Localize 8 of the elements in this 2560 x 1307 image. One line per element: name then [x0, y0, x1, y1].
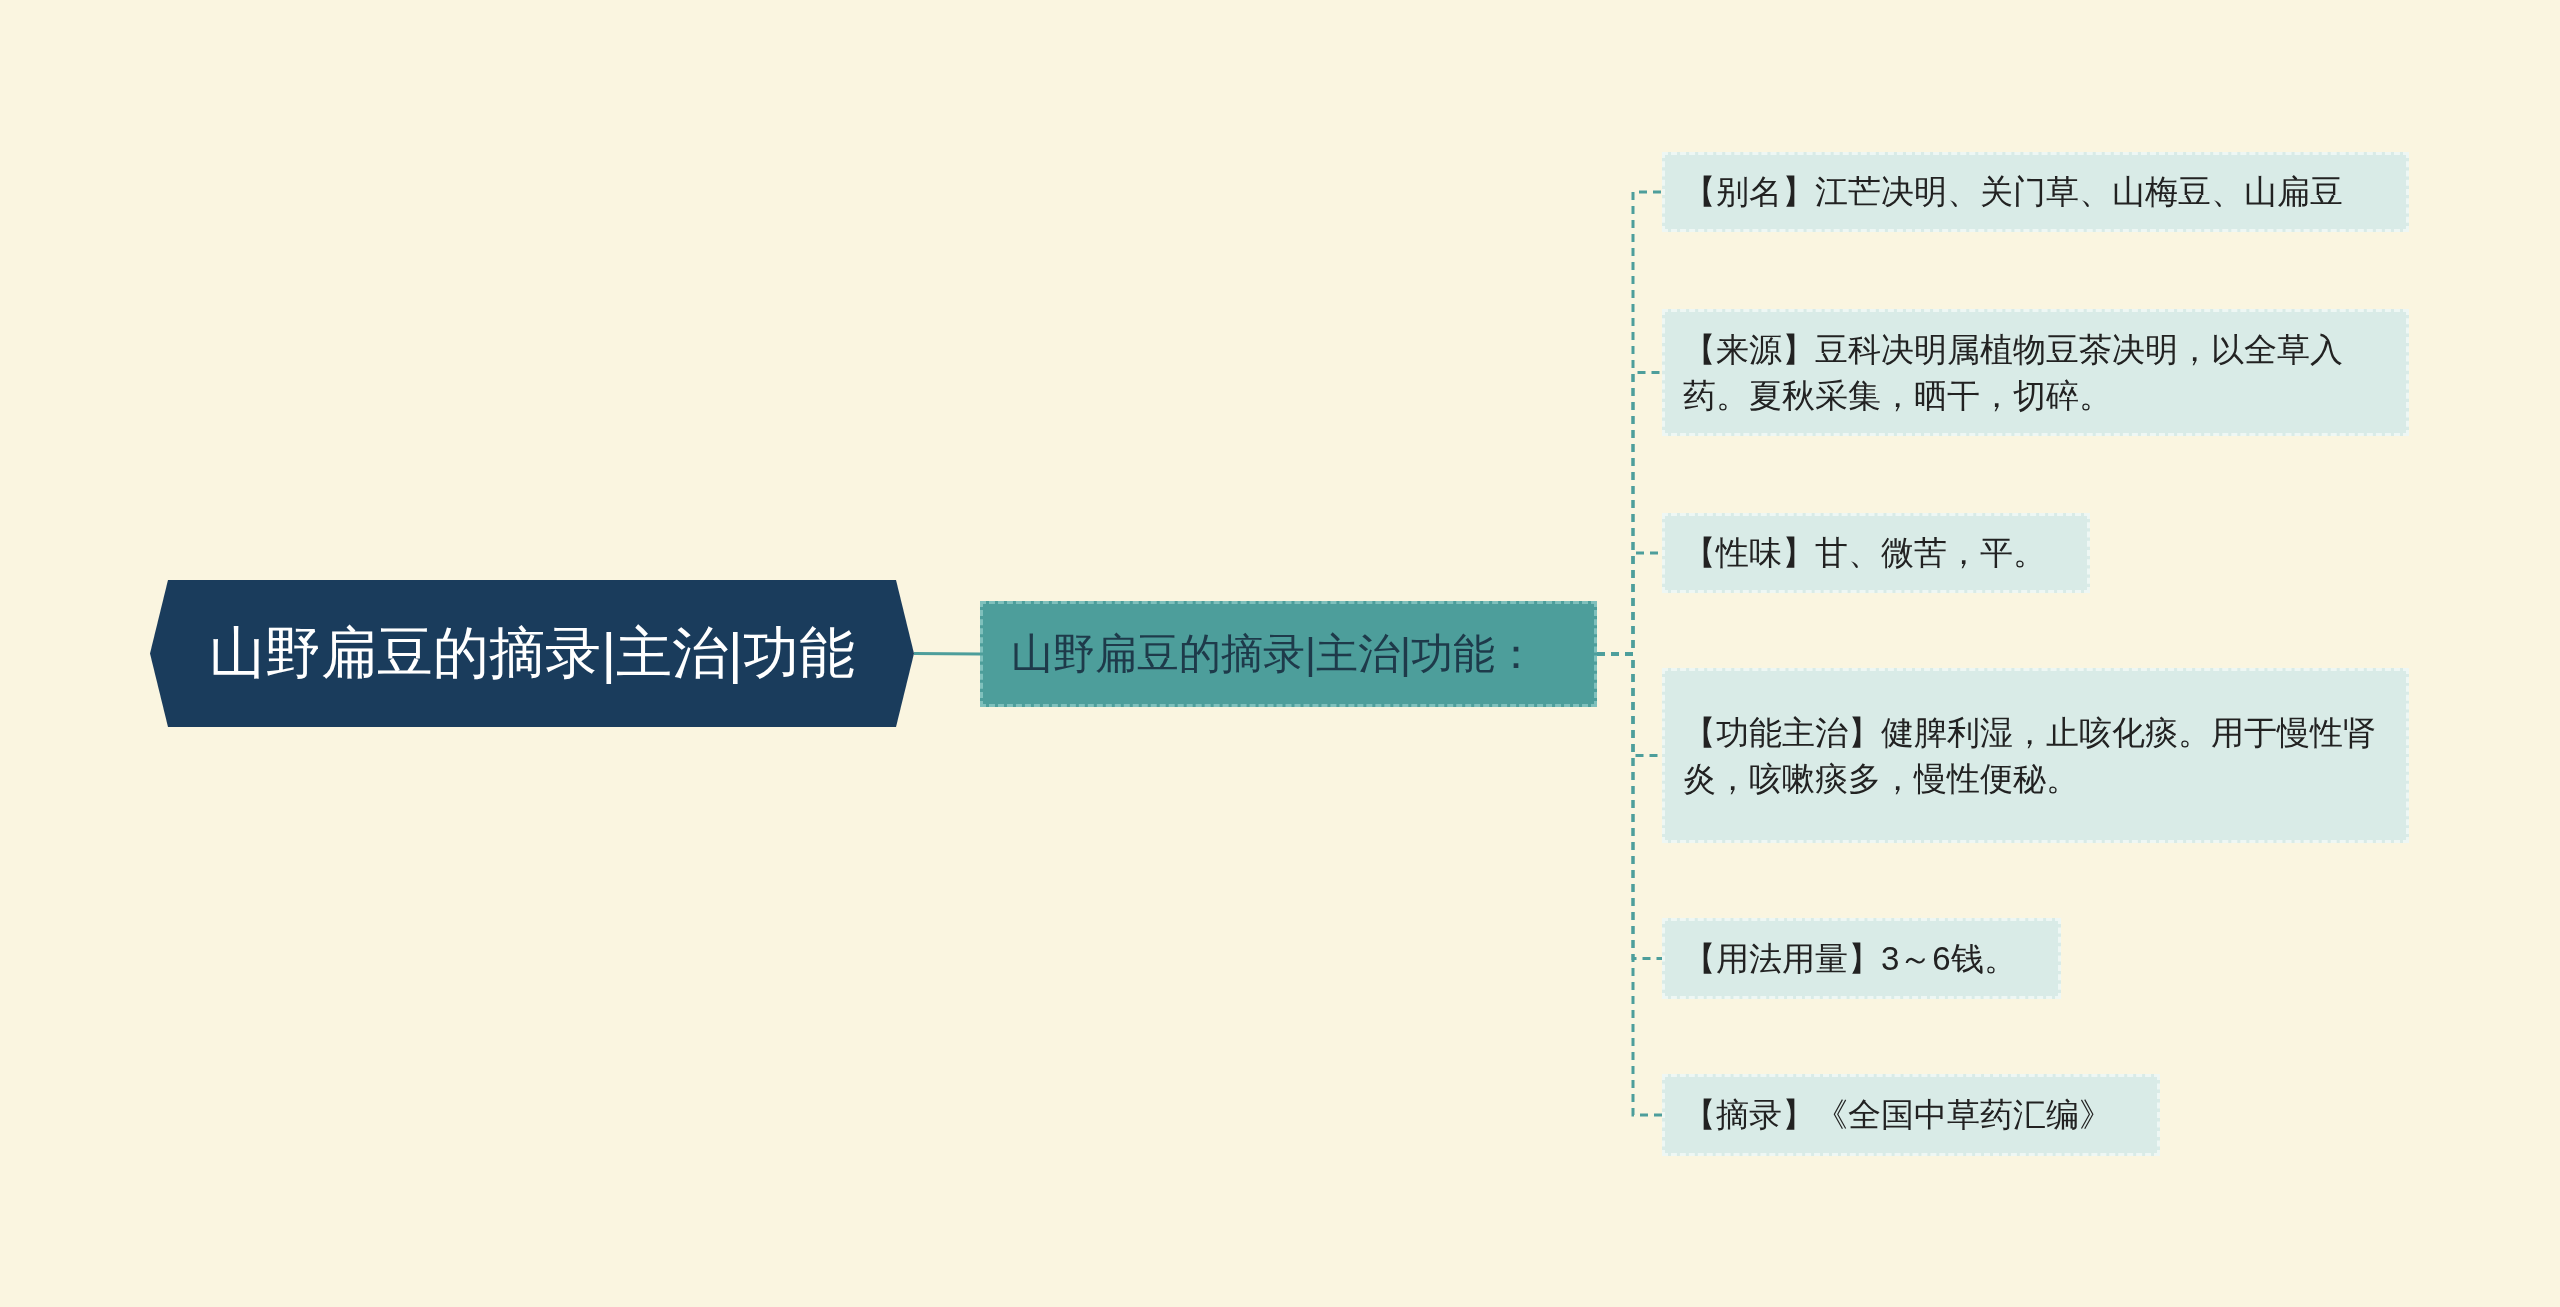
detail-box: 【别名】江芒决明、关门草、山梅豆、山扁豆	[1662, 152, 2409, 232]
detail-box: 【来源】豆科决明属植物豆茶决明，以全草入药。夏秋采集，晒干，切碎。	[1662, 309, 2409, 436]
detail-box: 【用法用量】3～6钱。	[1662, 918, 2061, 999]
detail-box: 【摘录】《全国中草药汇编》	[1662, 1074, 2160, 1156]
connector	[914, 652, 980, 656]
detail-box: 【性味】甘、微苦，平。	[1662, 513, 2090, 593]
detail-box: 【功能主治】健脾利湿，止咳化痰。用于慢性肾炎，咳嗽痰多，慢性便秘。	[1662, 668, 2409, 843]
topic-box: 山野扁豆的摘录|主治|功能：	[980, 601, 1597, 707]
